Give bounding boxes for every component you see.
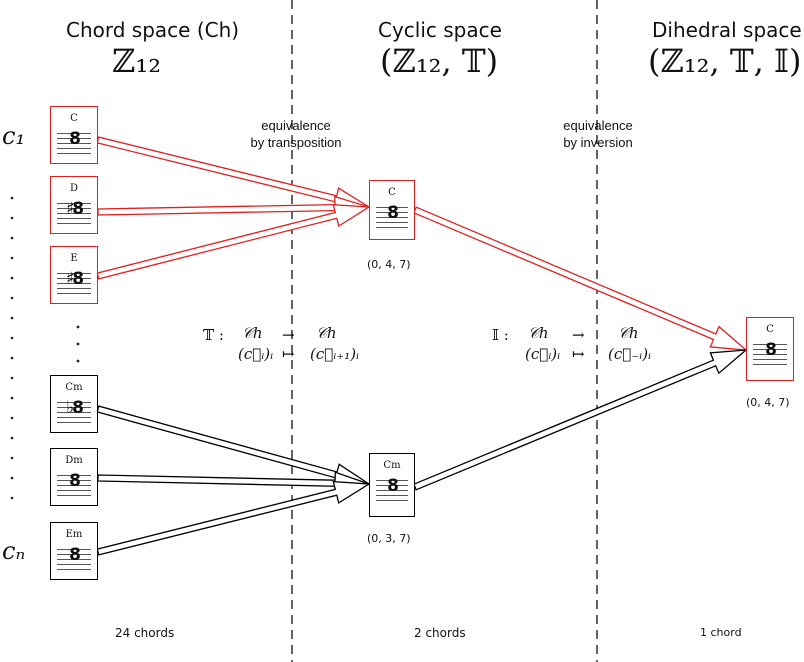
map-i-image: (c⃗₋ᵢ)ᵢ	[608, 345, 652, 363]
chord-name: Cm	[65, 382, 83, 393]
map-t-mapsto: ↦	[282, 345, 295, 363]
dihedral-card-c[interactable]: C 8	[746, 317, 794, 381]
cyclic-card-c[interactable]: C 8	[369, 180, 415, 240]
chord-card-dm[interactable]: Dm 8	[50, 448, 98, 506]
map-t-image: (c⃗ᵢ₊₁)ᵢ	[310, 345, 360, 363]
map-i-name: 𝕀 :	[492, 326, 509, 344]
map-i-arrow: →	[572, 326, 585, 344]
chord-space-group: ℤ₁₂	[112, 42, 162, 80]
chord-notes: 8	[387, 476, 399, 496]
cyclic-space-count: 2 chords	[414, 626, 466, 640]
map-i-from: 𝒞h	[528, 324, 549, 342]
chord-notes: 8	[765, 340, 777, 360]
map-i-elem: (c⃗ᵢ)ᵢ	[525, 345, 561, 363]
chord-name: C	[766, 324, 774, 335]
map-i-to: 𝒞h	[618, 324, 639, 342]
chord-card-em[interactable]: Em 8	[50, 522, 98, 580]
chord-name: C	[70, 113, 78, 124]
staff	[376, 207, 408, 233]
staff	[57, 475, 91, 501]
ellipsis-dots-middle	[76, 325, 80, 363]
chord-name: C	[388, 187, 396, 198]
map-t-arrow: →	[282, 326, 295, 344]
chord-notes: 8	[69, 545, 81, 565]
dihedral-c-vector: (0, 4, 7)	[746, 396, 790, 409]
staff	[753, 344, 787, 370]
transposition-note: equivalence by transposition	[250, 118, 342, 150]
ellipsis-dots	[10, 196, 14, 500]
map-t-to: 𝒞h	[316, 324, 337, 342]
chord-notes: 8	[69, 471, 81, 491]
arrow-cyclic-c-to-dihedral	[412, 206, 748, 351]
staff	[376, 480, 408, 506]
arrow-cyclic-cm-to-dihedral	[413, 349, 748, 491]
c1-label: c₁	[2, 122, 26, 150]
staff	[57, 273, 91, 299]
chord-notes: 8	[387, 203, 399, 223]
chord-name: Cm	[383, 460, 401, 471]
staff	[57, 549, 91, 575]
chord-space-title: Chord space (Ch)	[66, 18, 240, 42]
chord-card-cm[interactable]: Cm ♭8	[50, 375, 98, 433]
arrow-cm-to-cyclic	[96, 405, 372, 487]
cn-label: cₙ	[2, 537, 26, 565]
cyclic-cm-vector: (0, 3, 7)	[367, 532, 411, 545]
cyclic-card-cm[interactable]: Cm 8	[369, 453, 415, 517]
chord-notes: ♭8	[66, 398, 84, 418]
map-t-elem: (c⃗ᵢ)ᵢ	[238, 345, 274, 363]
staff	[57, 133, 91, 159]
cyclic-space-group: (ℤ₁₂, 𝕋)	[380, 42, 499, 80]
map-t-name: 𝕋 :	[203, 326, 224, 344]
chord-name: E	[70, 253, 78, 264]
chord-card-e[interactable]: E ♯8	[50, 246, 98, 304]
chord-notes: 8	[69, 129, 81, 149]
chord-notes: ♯8	[65, 199, 84, 219]
staff	[57, 402, 91, 428]
dihedral-space-group: (ℤ₁₂, 𝕋, 𝕀)	[648, 42, 802, 80]
staff	[57, 203, 91, 229]
chord-name: Em	[65, 529, 83, 540]
map-t-from: 𝒞h	[242, 324, 263, 342]
arrow-e-to-cyclic	[96, 203, 372, 280]
arrow-em-to-cyclic	[96, 480, 372, 556]
chord-name: D	[69, 183, 79, 194]
chord-notes: ♯8	[65, 269, 84, 289]
dihedral-space-title: Dihedral space	[652, 18, 802, 42]
cyclic-c-vector: (0, 4, 7)	[367, 258, 411, 271]
dihedral-space-count: 1 chord	[700, 626, 742, 639]
chord-name: Dm	[65, 455, 83, 466]
map-i-mapsto: ↦	[572, 345, 585, 363]
chord-card-c[interactable]: C 8	[50, 106, 98, 164]
cyclic-space-title: Cyclic space	[378, 18, 502, 42]
chord-space-count: 24 chords	[115, 626, 175, 640]
inversion-note: equivalence by inversion	[563, 118, 633, 150]
chord-card-d[interactable]: D ♯8	[50, 176, 98, 234]
